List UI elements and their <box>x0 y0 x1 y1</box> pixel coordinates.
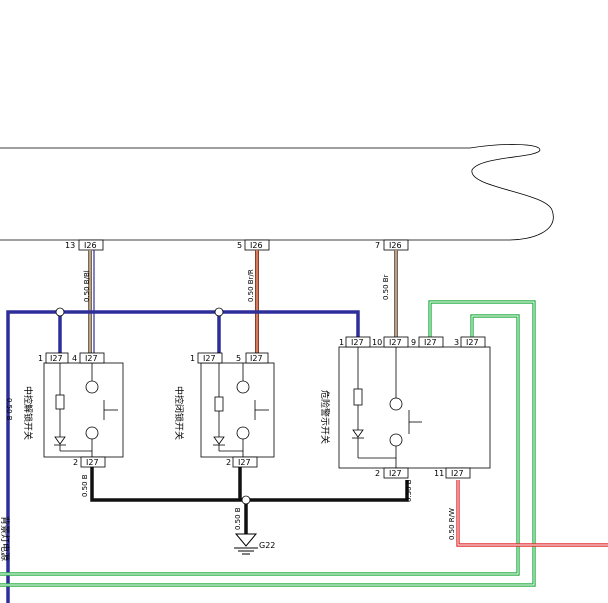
connector-sw1-1: 1 I27 <box>38 352 69 364</box>
wire-label-5: 0.50 Br/R <box>247 269 255 302</box>
pin-number: 2 <box>73 458 78 467</box>
connector-id: I26 <box>84 241 97 250</box>
wire-13 <box>88 250 95 353</box>
pin-number: 13 <box>65 241 75 250</box>
switch-hazard <box>338 346 491 469</box>
wire-label-ground: 0.50 B <box>234 507 242 530</box>
connector-id: I27 <box>351 338 364 347</box>
connector-id: I26 <box>389 241 402 250</box>
wire-label-red: 0.50 R/W <box>448 508 456 540</box>
connector-top-5: 5 I26 <box>237 239 270 251</box>
connector-sw3-9: 9 I27 <box>411 336 444 348</box>
connector-sw3-11: 11 I27 <box>434 467 471 479</box>
pin-number: 4 <box>72 354 77 363</box>
pin-number: 9 <box>411 338 416 347</box>
pin-number: 11 <box>434 469 444 478</box>
connector-top-7: 7 I26 <box>375 239 409 251</box>
connector-sw3-1: 1 I27 <box>339 336 371 348</box>
pin-number: 10 <box>372 338 382 347</box>
connector-id: I27 <box>389 338 402 347</box>
connector-id: I27 <box>50 354 63 363</box>
connector-sw2-1: 1 I27 <box>190 352 223 364</box>
splice-dot <box>55 307 65 317</box>
ground-label: G22 <box>259 541 275 550</box>
pin-number: 1 <box>339 338 344 347</box>
wire-label-7: 0.50 Br <box>382 274 390 300</box>
connector-id: I27 <box>451 469 464 478</box>
connector-id: I27 <box>238 458 251 467</box>
splice-dot <box>214 307 224 317</box>
switch-unlock-label: 中控解锁开关 <box>22 386 34 440</box>
blue-bus <box>6 310 360 603</box>
switch-lock-label: 中控闭锁开关 <box>173 386 185 440</box>
pin-number: 5 <box>236 354 241 363</box>
pin-number: 2 <box>375 469 380 478</box>
red-wire <box>456 480 608 547</box>
connector-sw2-2: 2 I27 <box>226 456 258 468</box>
connector-id: I27 <box>250 354 263 363</box>
pin-number: 7 <box>375 241 380 250</box>
wire-label-left: 0.50 B <box>5 398 13 421</box>
connector-id: I27 <box>203 354 216 363</box>
wire-label-13: 0.50 B/Bl <box>83 270 91 302</box>
connector-sw3-2: 2 I27 <box>375 467 409 479</box>
switch-unlock <box>43 362 124 458</box>
pin-number: 5 <box>237 241 242 250</box>
green-wire-outer <box>0 300 536 587</box>
connector-id: I27 <box>86 458 99 467</box>
connector-top-13: 13 I26 <box>65 239 104 251</box>
pin-number: 1 <box>190 354 195 363</box>
connector-sw3-3: 3 I27 <box>454 336 486 348</box>
switch-lock <box>200 362 275 458</box>
left-partial-label: 背景灯电源 <box>0 516 11 561</box>
connector-id: I27 <box>424 338 437 347</box>
wire-label-sw1-ground: 0.50 B <box>81 474 89 497</box>
connector-sw2-5: 5 I27 <box>236 352 269 364</box>
pin-number: 1 <box>38 354 43 363</box>
pin-number: 3 <box>454 338 459 347</box>
switch-hazard-label: 危险警示开关 <box>319 390 331 444</box>
connector-id: I27 <box>466 338 479 347</box>
wire-label-sw3-ground: 0.50 B <box>405 479 413 502</box>
pin-number: 2 <box>226 458 231 467</box>
connector-id: I27 <box>85 354 98 363</box>
connector-sw3-10: 10 I27 <box>372 336 409 348</box>
green-wire-inner <box>0 314 520 576</box>
module-outline <box>0 144 554 241</box>
splice-dot <box>241 495 251 505</box>
connector-sw1-2: 2 I27 <box>73 456 106 468</box>
connector-sw1-4: 4 I27 <box>72 352 105 364</box>
ground-symbol-icon <box>234 533 258 555</box>
connector-id: I26 <box>250 241 263 250</box>
connector-id: I27 <box>389 469 402 478</box>
